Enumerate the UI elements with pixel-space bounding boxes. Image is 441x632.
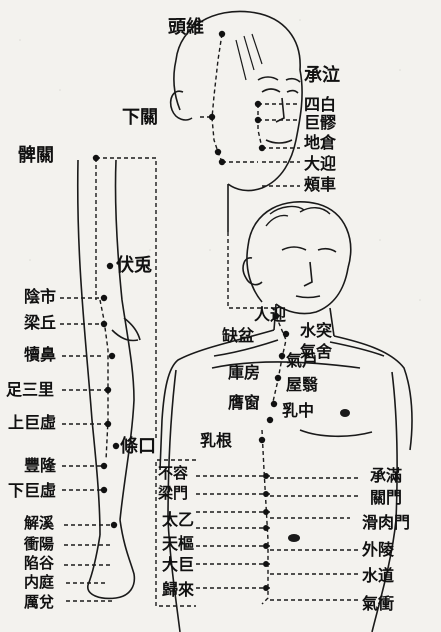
label-shuidao: 水道 — [362, 567, 394, 584]
label-touwei: 頭維 — [168, 18, 204, 37]
label-chengqi: 承泣 — [304, 66, 340, 85]
label-jiexi: 解溪 — [24, 516, 54, 531]
label-biguan: 髀關 — [18, 146, 54, 165]
label-futu: 伏兎 — [116, 256, 152, 275]
label-yingchuang: 膺窗 — [228, 394, 260, 411]
label-jiache: 頰車 — [304, 176, 336, 193]
label-sibai: 四白 — [304, 96, 336, 113]
label-huaroumen: 滑肉門 — [362, 514, 410, 531]
head-figure — [171, 11, 302, 232]
label-chongyang: 衝陽 — [24, 537, 54, 552]
label-daying: 大迎 — [304, 155, 336, 172]
label-liangqiu: 梁丘 — [24, 314, 56, 331]
label-qichong: 氣衝 — [362, 595, 394, 612]
label-burong: 不容 — [158, 466, 188, 481]
leg-figure — [78, 160, 140, 598]
label-zusanli: 足三里 — [6, 381, 54, 398]
label-ruzhong: 乳中 — [282, 402, 314, 419]
navel-mark — [288, 534, 300, 542]
label-fenglong: 豐隆 — [24, 457, 56, 474]
label-wailing: 外陵 — [362, 541, 394, 558]
label-shuitu: 水突 — [300, 322, 332, 339]
nipple-mark — [340, 409, 350, 417]
label-chengman: 承滿 — [370, 467, 402, 484]
label-rugen: 乳根 — [200, 432, 232, 449]
label-qihu: 氣戶 — [286, 352, 318, 369]
label-yinshi: 陰市 — [24, 288, 56, 305]
label-kufang: 庫房 — [228, 364, 260, 381]
label-wuyi: 屋翳 — [286, 376, 318, 393]
label-quepen: 缺盆 — [222, 327, 254, 344]
body-hair — [266, 207, 330, 226]
head-hair — [236, 34, 262, 80]
label-xiaguan: 下關 — [122, 108, 158, 127]
label-taiyi: 太乙 — [162, 511, 194, 528]
label-xiajuxu: 下巨虛 — [8, 482, 56, 499]
label-renying: 人迎 — [254, 306, 286, 323]
label-guanmen: 關門 — [370, 489, 402, 506]
label-shangjuxu: 上巨虛 — [8, 414, 56, 431]
label-guilai: 歸來 — [162, 581, 194, 598]
label-tianshu: 天樞 — [162, 535, 194, 552]
label-juliao: 巨髎 — [304, 114, 336, 131]
label-dicang: 地倉 — [304, 134, 336, 151]
label-daju: 大巨 — [162, 556, 194, 573]
label-dubi: 犢鼻 — [24, 346, 56, 363]
label-xiangu: 陷谷 — [24, 556, 54, 571]
label-liangmen: 梁門 — [158, 486, 188, 501]
label-lidui: 厲兌 — [24, 595, 54, 610]
label-tiaokou: 條口 — [120, 437, 156, 456]
label-neiting: 内庭 — [24, 575, 54, 590]
